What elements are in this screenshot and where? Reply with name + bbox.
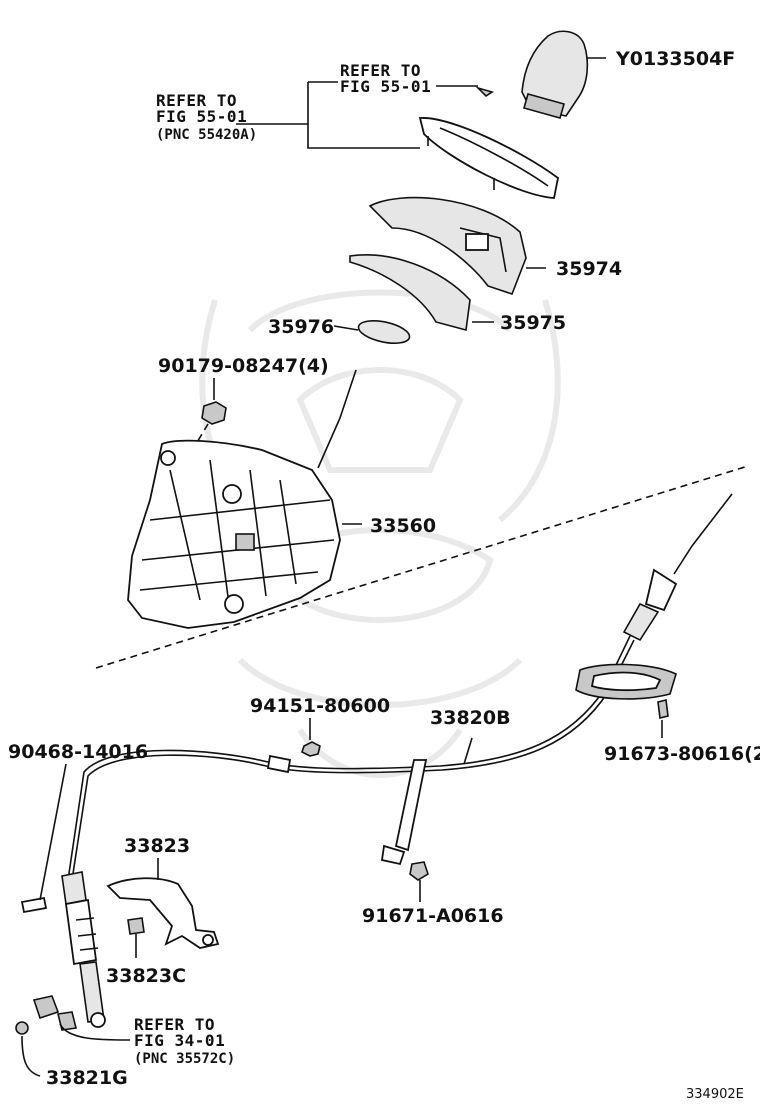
reference-note-top-line2: FIG 55-01 (340, 77, 431, 96)
section-separator (95, 465, 749, 669)
bolt-91671 (409, 861, 429, 902)
leader-lines (236, 81, 478, 765)
part-label-33821g: 33821G (46, 1067, 128, 1089)
cable-end (61, 871, 106, 1028)
shift-lever-housing (127, 369, 362, 629)
reference-note-bottom: REFER TO FIG 34-01 (PNC 35572C) (134, 1015, 235, 1067)
part-label-91671-a0616: 91671-A0616 (362, 905, 504, 927)
bolt-33823c (127, 917, 145, 958)
clamp-90468 (20, 763, 67, 914)
part-label-91673-80616: 91673-80616(2) (604, 743, 760, 765)
indicator-housing (368, 196, 546, 295)
nut-90179 (171, 378, 227, 449)
bracket-33823 (106, 858, 220, 949)
cable-bracket-plate (575, 663, 677, 738)
clip-33821g (15, 995, 131, 1077)
part-label-35974: 35974 (556, 258, 622, 280)
reference-note-top-line1: REFER TO (340, 61, 421, 80)
part-label-90468-14016: 90468-14016 (8, 741, 148, 763)
shift-knob (521, 30, 606, 119)
reference-note-left-line2: FIG 55-01 (156, 107, 247, 126)
part-label-33823c: 33823C (106, 965, 186, 987)
reference-note-left-line3: (PNC 55420A) (156, 127, 257, 143)
reference-note-bottom-line3: (PNC 35572C) (134, 1051, 235, 1067)
shift-cable (67, 493, 733, 881)
nut-94151 (301, 718, 321, 757)
dust-cover (333, 320, 411, 344)
reference-note-left-line1: REFER TO (156, 91, 237, 110)
part-label-33823: 33823 (124, 835, 190, 857)
reference-note-left: REFER TO FIG 55-01 (PNC 55420A) (156, 91, 257, 143)
part-label-94151-80600: 94151-80600 (250, 695, 390, 717)
position-plate (349, 254, 494, 332)
part-label-33560: 33560 (370, 515, 436, 537)
part-label-35975: 35975 (500, 312, 566, 334)
part-label-35976: 35976 (268, 316, 334, 338)
reference-note-bottom-line1: REFER TO (134, 1015, 215, 1034)
reference-note-bottom-line2: FIG 34-01 (134, 1031, 225, 1050)
part-label-33820b: 33820B (430, 707, 511, 729)
figure-number: 334902E (686, 1087, 744, 1102)
reference-note-top: REFER TO FIG 55-01 (340, 61, 431, 96)
indicator-bezel (418, 86, 559, 199)
part-label-90179-08247: 90179-08247(4) (158, 355, 329, 377)
part-label-y0133504f: Y0133504F (615, 48, 735, 70)
